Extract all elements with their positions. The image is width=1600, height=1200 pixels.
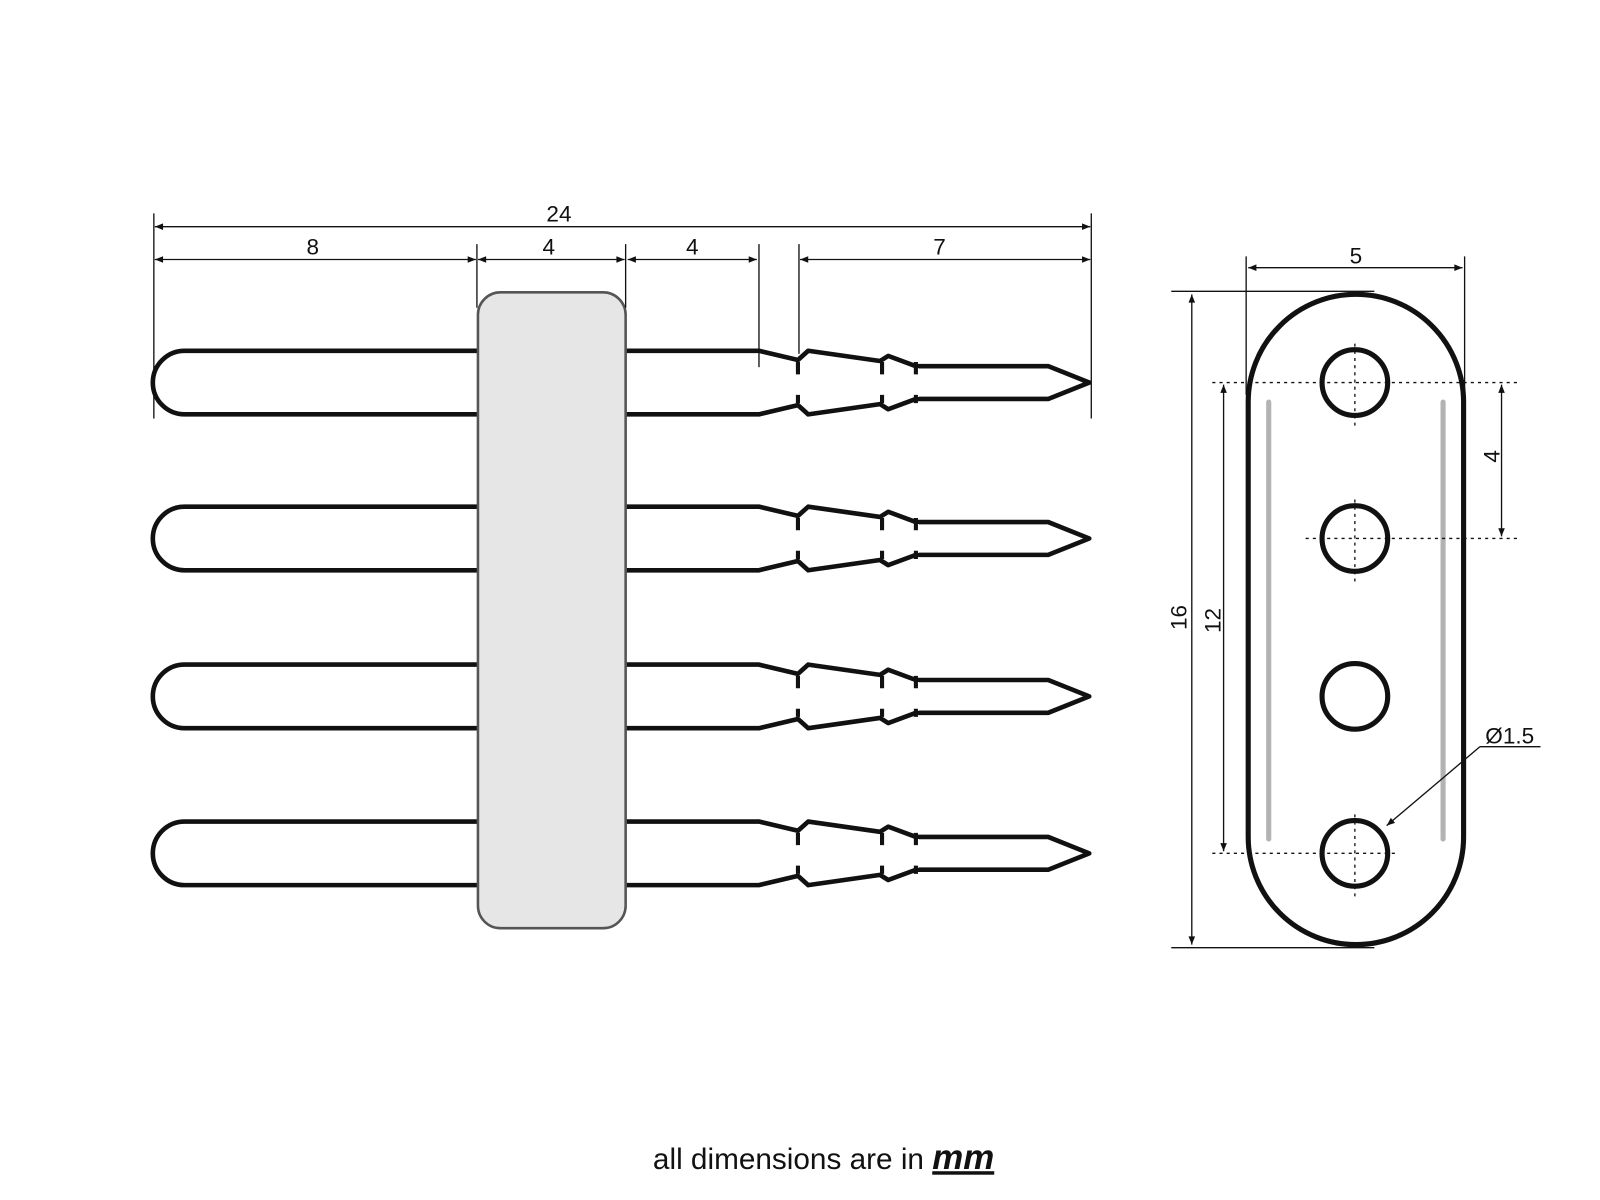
- end-body-outline: [1245, 291, 1467, 948]
- hole-3: [1319, 661, 1391, 732]
- dim-width: 5: [1350, 244, 1363, 269]
- units-prefix: all dimensions are in: [653, 1143, 932, 1176]
- connector-body: [476, 291, 627, 930]
- end-view: 5 16 12 4 Ø1.5: [1167, 244, 1541, 949]
- extension-lines: [153, 213, 1092, 419]
- units-value: mm: [932, 1138, 994, 1177]
- dimension-lines: [154, 223, 1091, 263]
- dim-overall: 24: [546, 202, 571, 227]
- dim-pitch: 4: [1479, 450, 1504, 463]
- units-note: all dimensions are in mm: [653, 1138, 994, 1177]
- dim-rear-pin: 8: [307, 234, 320, 259]
- center-lines: [1212, 381, 1518, 854]
- dim-body: 4: [542, 234, 555, 259]
- side-view: 24 8 4 4 7: [150, 202, 1092, 930]
- dim-tip: 7: [933, 234, 946, 259]
- dim-hole-diameter: Ø1.5: [1485, 724, 1534, 749]
- dim-shoulder: 4: [686, 234, 699, 259]
- dim-height: 16: [1167, 605, 1192, 630]
- dim-hole-span: 12: [1201, 608, 1226, 633]
- end-dimension-lines: [1171, 256, 1541, 949]
